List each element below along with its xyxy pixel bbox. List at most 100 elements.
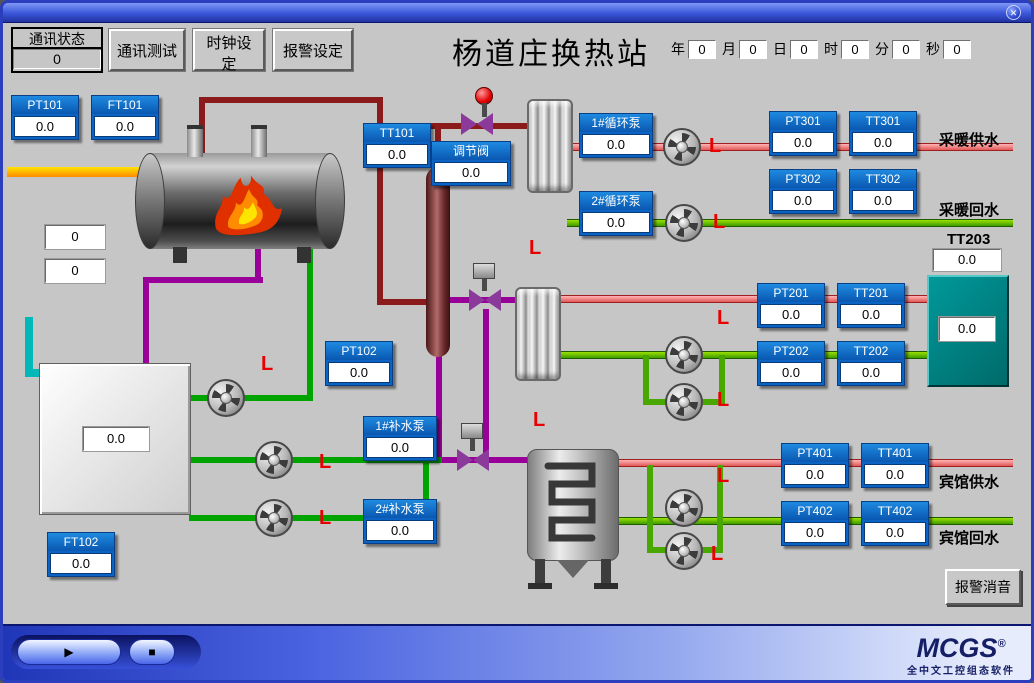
mcgs-logo: MCGS® 全中文工控组态软件 <box>907 630 1015 677</box>
pump-icon <box>663 128 701 166</box>
gauge-pt401-label: PT401 <box>782 444 848 462</box>
gauge-tt401-label: TT401 <box>862 444 928 462</box>
datetime-value-day: 0 <box>790 39 818 59</box>
valve-icon <box>469 289 501 311</box>
datetime-label-month: 月 <box>722 41 736 57</box>
gauge-pt102-value: 0.0 <box>328 362 390 383</box>
brand-tagline: 全中文工控组态软件 <box>907 666 1015 677</box>
gauge-tt201-label: TT201 <box>838 284 904 302</box>
gauge-circ-pump-2-value: 0.0 <box>582 212 650 233</box>
gauge-pt402-value: 0.0 <box>784 522 846 543</box>
gauge-regulating-valve-label: 调节阀 <box>432 142 510 160</box>
alarm-L-indicator: L <box>713 211 726 233</box>
gauge-pt102: PT102 0.0 <box>325 341 393 386</box>
heat-exchanger-1 <box>527 99 573 193</box>
gauge-tt202-value: 0.0 <box>840 362 902 383</box>
alarm-set-button[interactable]: 报警设定 <box>273 29 353 71</box>
gauge-pt401: PT401 0.0 <box>781 443 849 488</box>
gauge-makeup-pump-1-value: 0.0 <box>366 437 434 458</box>
window-footer: ▶ ■ MCGS® 全中文工控组态软件 <box>3 624 1031 680</box>
vessel-foot <box>528 583 552 589</box>
boiler-cap-right <box>315 153 345 249</box>
pipe-segment <box>557 295 935 303</box>
gauge-tt201-value: 0.0 <box>840 304 902 325</box>
label-heating-supply: 采暖供水 <box>939 132 1000 149</box>
label-hotel-return: 宾馆回水 <box>939 530 1000 547</box>
clock-set-button[interactable]: 时钟设定 <box>193 29 265 73</box>
pump-icon <box>665 532 703 570</box>
heat-exchanger-vessel <box>527 449 619 561</box>
value-box-panel: 0.0 <box>939 317 995 341</box>
flame-icon <box>199 171 299 242</box>
datetime-value-month: 0 <box>739 39 767 59</box>
gauge-tt101: TT101 0.0 <box>363 123 431 168</box>
comm-test-button[interactable]: 通讯测试 <box>109 29 185 71</box>
pump-icon <box>665 383 703 421</box>
gauge-pt102-label: PT102 <box>326 342 392 360</box>
value-box-tt203: 0.0 <box>933 249 1001 271</box>
stop-button[interactable]: ■ <box>129 639 175 665</box>
gauge-ft102-label: FT102 <box>48 533 114 551</box>
gauge-circ-pump-1-value: 0.0 <box>582 134 650 155</box>
datetime-value-second: 0 <box>943 39 971 59</box>
gauge-tt101-value: 0.0 <box>366 144 428 165</box>
gauge-circ-pump-2: 2#循环泵 0.0 <box>579 191 653 236</box>
pipe-segment <box>436 355 442 461</box>
gauge-tt302-label: TT302 <box>850 170 916 188</box>
alarm-mute-button[interactable]: 报警消音 <box>945 569 1021 605</box>
alarm-L-indicator: L <box>711 543 724 565</box>
gauge-pt401-value: 0.0 <box>784 464 846 485</box>
valve-actuator <box>461 423 483 439</box>
gauge-pt201-label: PT201 <box>758 284 824 302</box>
pipe-segment <box>143 277 263 283</box>
alarm-L-indicator: L <box>261 353 274 375</box>
valve-actuator <box>473 263 495 279</box>
pipe-segment <box>143 277 149 369</box>
gauge-pt301-value: 0.0 <box>772 132 834 153</box>
valve-stem <box>482 103 487 117</box>
comm-status-value: 0 <box>13 49 101 69</box>
valve-icon <box>457 449 489 471</box>
close-icon[interactable]: ✕ <box>1006 5 1021 20</box>
chimney-icon <box>251 125 267 157</box>
alarm-L-indicator: L <box>717 389 730 411</box>
datetime-label-day: 日 <box>773 41 787 57</box>
value-box-tank-level: 0.0 <box>83 427 149 451</box>
pump-icon <box>255 499 293 537</box>
pipe-segment <box>7 167 139 177</box>
gauge-tt301-label: TT301 <box>850 112 916 130</box>
pipe-segment <box>307 243 313 401</box>
pipe-segment <box>717 465 723 553</box>
pipe-segment <box>643 355 649 405</box>
gauge-circ-pump-2-label: 2#循环泵 <box>580 192 652 210</box>
gauge-pt402-label: PT402 <box>782 502 848 520</box>
alarm-L-indicator: L <box>709 135 722 157</box>
comm-status-panel: 通讯状态 0 <box>11 27 103 73</box>
pump-icon <box>665 489 703 527</box>
datetime-label-hour: 时 <box>824 41 838 57</box>
valve-stem <box>482 279 487 291</box>
regulating-valve-icon <box>461 113 493 135</box>
pipe-segment <box>199 97 383 103</box>
gauge-tt101-label: TT101 <box>364 124 430 142</box>
gauge-pt202-value: 0.0 <box>760 362 822 383</box>
label-heating-return: 采暖回水 <box>939 202 1000 219</box>
label-hotel-supply: 宾馆供水 <box>939 474 1000 491</box>
play-button[interactable]: ▶ <box>17 639 121 665</box>
gauge-pt302-label: PT302 <box>770 170 836 188</box>
gauge-pt101-label: PT101 <box>12 96 78 114</box>
value-box-boiler-1: 0 <box>45 225 105 249</box>
pipe-segment <box>647 465 653 553</box>
vessel-cone <box>557 560 589 578</box>
vessel-foot <box>594 583 618 589</box>
